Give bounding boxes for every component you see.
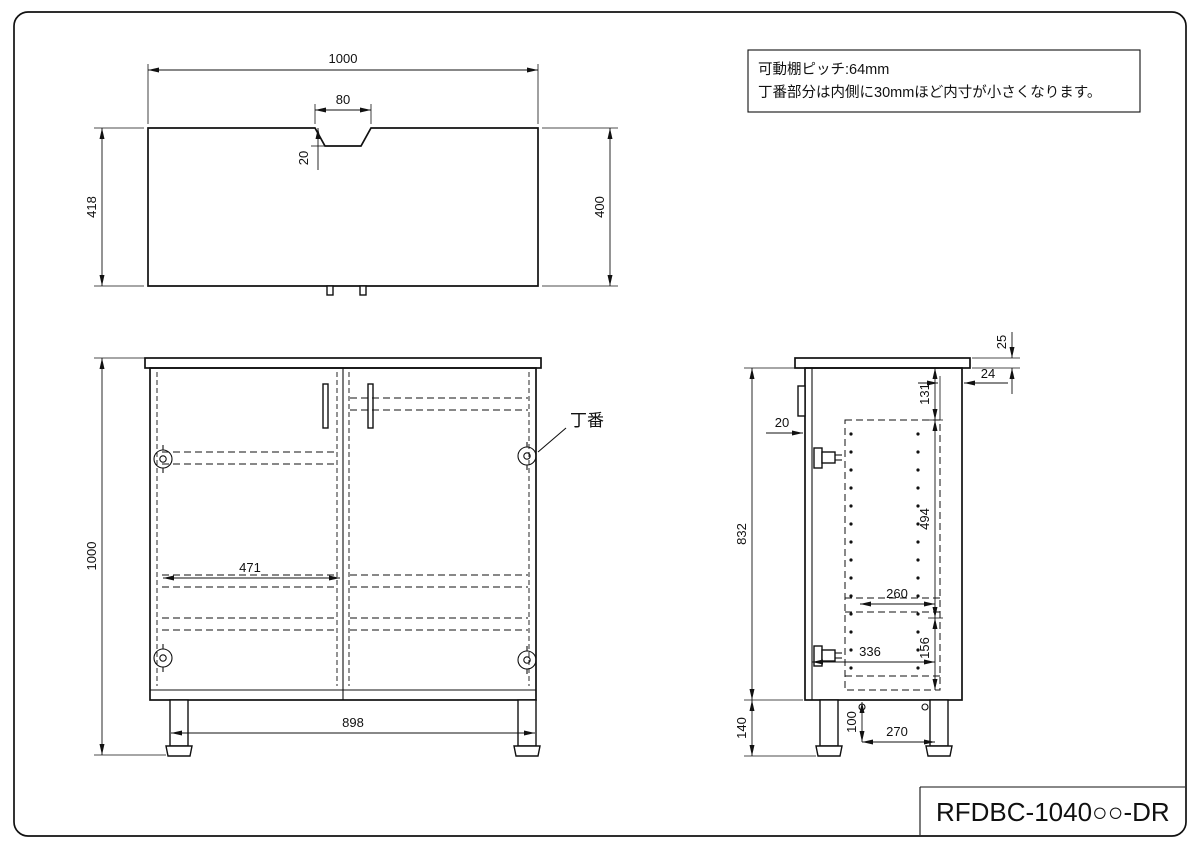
dim-text-418: 418 (84, 196, 99, 218)
side-back-foot (925, 745, 953, 757)
front-right-shelf-dashes (350, 397, 528, 631)
dim-text-100: 100 (844, 711, 859, 733)
dim-front-leg-span: 898 (171, 715, 535, 736)
dim-text-494: 494 (917, 508, 932, 530)
page-border (13, 11, 1187, 837)
dim-text-1000-front: 1000 (84, 542, 99, 571)
dim-text-80: 80 (336, 92, 350, 107)
hinge-bottom-right (517, 646, 537, 674)
dim-side-interior-column: 131 494 156 (917, 368, 943, 690)
note-box-frame (747, 49, 1141, 113)
top-view-foot-mark-left (326, 285, 334, 296)
shelf-pin-holes-back-column (916, 432, 920, 670)
dim-side-door-thickness: 20 (766, 415, 803, 436)
side-front-foot (815, 745, 843, 757)
note-box: 可動棚ピッチ:64mm 丁番部分は内側に30mmほど内寸が小さくなります。 (747, 49, 1141, 113)
dim-text-898: 898 (342, 715, 364, 730)
side-front-leg (819, 699, 839, 747)
front-right-foot (513, 745, 541, 757)
side-interior-dashed (844, 419, 941, 691)
title-block: RFDBC-1040○○-DR (919, 786, 1185, 835)
side-handle (797, 385, 806, 417)
dim-side-body-height: 832 (734, 367, 803, 701)
top-view-outline (147, 127, 539, 287)
dim-side-back-panel: 24 (918, 366, 1008, 420)
front-top-panel (144, 357, 542, 369)
side-hinge-top (813, 447, 842, 469)
front-left-foot (165, 745, 193, 757)
dim-top-overall-width: 1000 (147, 51, 539, 124)
dim-text-140: 140 (734, 717, 749, 739)
side-adjuster-2 (921, 703, 929, 711)
model-number: RFDBC-1040○○-DR (936, 797, 1170, 827)
front-left-shelf-dashes (162, 451, 336, 631)
dim-text-336: 336 (859, 644, 881, 659)
dim-top-depth-418: 418 (84, 127, 144, 287)
hinge-label: 丁番 (570, 411, 604, 430)
side-top-panel (794, 357, 971, 369)
dim-side-inner-total: 336 (812, 644, 935, 665)
dim-text-260: 260 (886, 586, 908, 601)
dim-front-height: 1000 (84, 357, 166, 756)
dim-text-1000-top: 1000 (329, 51, 358, 66)
dim-text-156: 156 (917, 637, 932, 659)
dim-side-leg-height: 140 (734, 700, 816, 757)
left-door-handle (322, 383, 329, 429)
front-view: 丁番 471 1000 898 (84, 357, 604, 757)
dim-text-131: 131 (917, 383, 932, 405)
dim-text-400: 400 (592, 196, 607, 218)
dim-text-25: 25 (994, 335, 1009, 349)
front-left-leg (169, 699, 189, 747)
hinge-top-right (517, 442, 537, 470)
side-body (804, 367, 963, 701)
dim-text-270: 270 (886, 724, 908, 739)
hinge-top-left (153, 445, 173, 473)
side-view: 25 24 20 131 494 156 260 (734, 332, 1020, 757)
dim-side-leg-offset: 100 (844, 702, 865, 742)
hinge-callout: 丁番 (537, 411, 604, 453)
dim-text-20-door: 20 (775, 415, 789, 430)
dim-side-top-thickness: 25 (972, 332, 1020, 394)
front-right-leg (517, 699, 537, 747)
side-hinge-bottom (813, 645, 842, 667)
dim-front-inner-width: 471 (163, 560, 340, 581)
note-line-2: 丁番部分は内側に30mmほど内寸が小さくなります。 (758, 84, 1101, 101)
dim-text-20-notch: 20 (296, 151, 311, 165)
right-door-handle (367, 383, 374, 429)
top-view-foot-mark-right (359, 285, 367, 296)
dim-text-471: 471 (239, 560, 261, 575)
hinge-bottom-left (153, 644, 173, 672)
dim-top-depth-400: 400 (542, 127, 618, 287)
dim-side-leg-pitch: 270 (862, 724, 935, 745)
dim-top-notch-width: 80 (314, 92, 372, 124)
note-line-1: 可動棚ピッチ:64mm (758, 61, 889, 78)
dim-text-832: 832 (734, 523, 749, 545)
shelf-pin-holes-front-column (849, 432, 853, 670)
dim-side-inner-depth: 260 (860, 586, 935, 607)
dim-text-24: 24 (981, 366, 995, 381)
top-view: 1000 80 20 418 400 (84, 51, 618, 296)
side-back-leg (929, 699, 949, 747)
dim-top-notch-depth: 20 (296, 128, 326, 170)
